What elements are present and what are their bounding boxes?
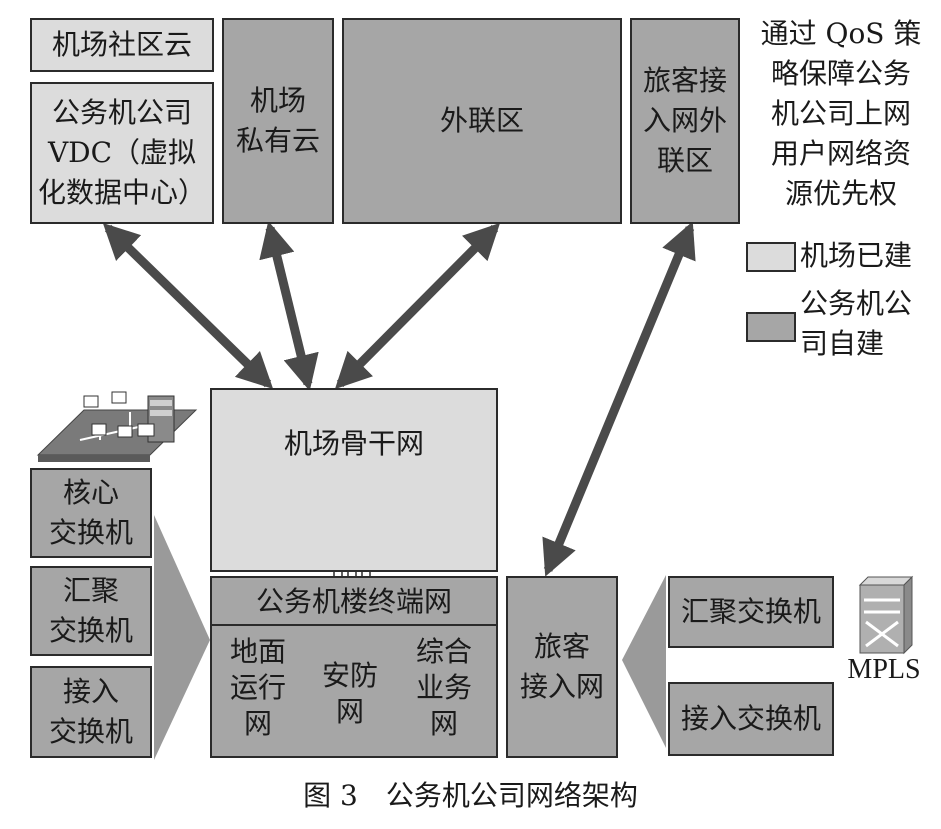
access-switch-box-left: 接入 交换机 <box>30 666 152 758</box>
private-cloud-label: 机场 私有云 <box>235 84 320 157</box>
aggregation-switch-box-left: 汇聚 交换机 <box>30 566 152 656</box>
vdc-label: 公务机公司 VDC（虚拟 化数据中心） <box>37 96 206 209</box>
integrated-business-subnet: 综合 业务 网 <box>415 635 472 740</box>
left-funnel-triangle <box>154 515 210 760</box>
terminal-network-box: 公务机楼终端网 <box>210 576 498 758</box>
aggregation-switch-label-right: 汇聚交换机 <box>680 595 821 628</box>
legend-swatch-airport <box>746 242 796 272</box>
vdc-box: 公务机公司 VDC（虚拟 化数据中心） <box>30 82 214 224</box>
external-zone-label: 外联区 <box>439 104 524 137</box>
aggregation-switch-label-left: 汇聚 交换机 <box>48 574 133 647</box>
arrow-private-backbone <box>259 221 319 391</box>
passenger-external-label: 旅客接 入网外 联区 <box>642 64 727 177</box>
security-subnet: 安防 网 <box>321 659 378 728</box>
private-cloud-box: 机场 私有云 <box>222 18 334 224</box>
terminal-network-divider <box>212 624 496 626</box>
arrow-external-backbone <box>334 222 501 390</box>
qos-note: 通过 QoS 策 略保障公务 机公司上网 用户网络资 源优先权 <box>760 17 922 210</box>
backbone-title: 机场骨干网 <box>283 427 424 460</box>
access-switch-label-left: 接入 交换机 <box>48 675 133 748</box>
community-cloud-box: 机场社区云 <box>30 18 214 72</box>
community-cloud-label: 机场社区云 <box>51 28 192 61</box>
arrow-vdc-backbone <box>102 222 274 390</box>
aggregation-switch-box-right: 汇聚交换机 <box>668 576 834 648</box>
legend-swatch-company <box>746 312 796 342</box>
external-zone-box: 外联区 <box>342 18 622 224</box>
right-funnel-triangle <box>622 575 666 748</box>
mpls-label: MPLS <box>847 654 921 685</box>
ground-ops-subnet: 地面 运行 网 <box>229 635 286 740</box>
passenger-external-box: 旅客接 入网外 联区 <box>630 18 740 224</box>
legend-label-airport: 机场已建 <box>800 239 913 272</box>
core-switch-box: 核心 交换机 <box>30 468 152 558</box>
core-switch-label: 核心 交换机 <box>48 476 133 549</box>
terminal-network-title: 公务机楼终端网 <box>255 585 452 618</box>
airport-backbone-box: 机场骨干网 <box>210 388 498 572</box>
legend-label-company: 公务机公 司自建 <box>800 287 913 360</box>
lan-cluster-icon <box>36 391 198 462</box>
figure-caption: 图 3 公务机公司网络架构 <box>303 779 638 812</box>
access-switch-box-right: 接入交换机 <box>668 682 834 756</box>
access-switch-label-right: 接入交换机 <box>680 702 821 735</box>
passenger-access-box: 旅客 接入网 <box>506 576 618 758</box>
arrow-passenger-external <box>542 221 696 577</box>
passenger-access-label: 旅客 接入网 <box>519 630 604 703</box>
mpls-switch-icon <box>858 575 914 655</box>
